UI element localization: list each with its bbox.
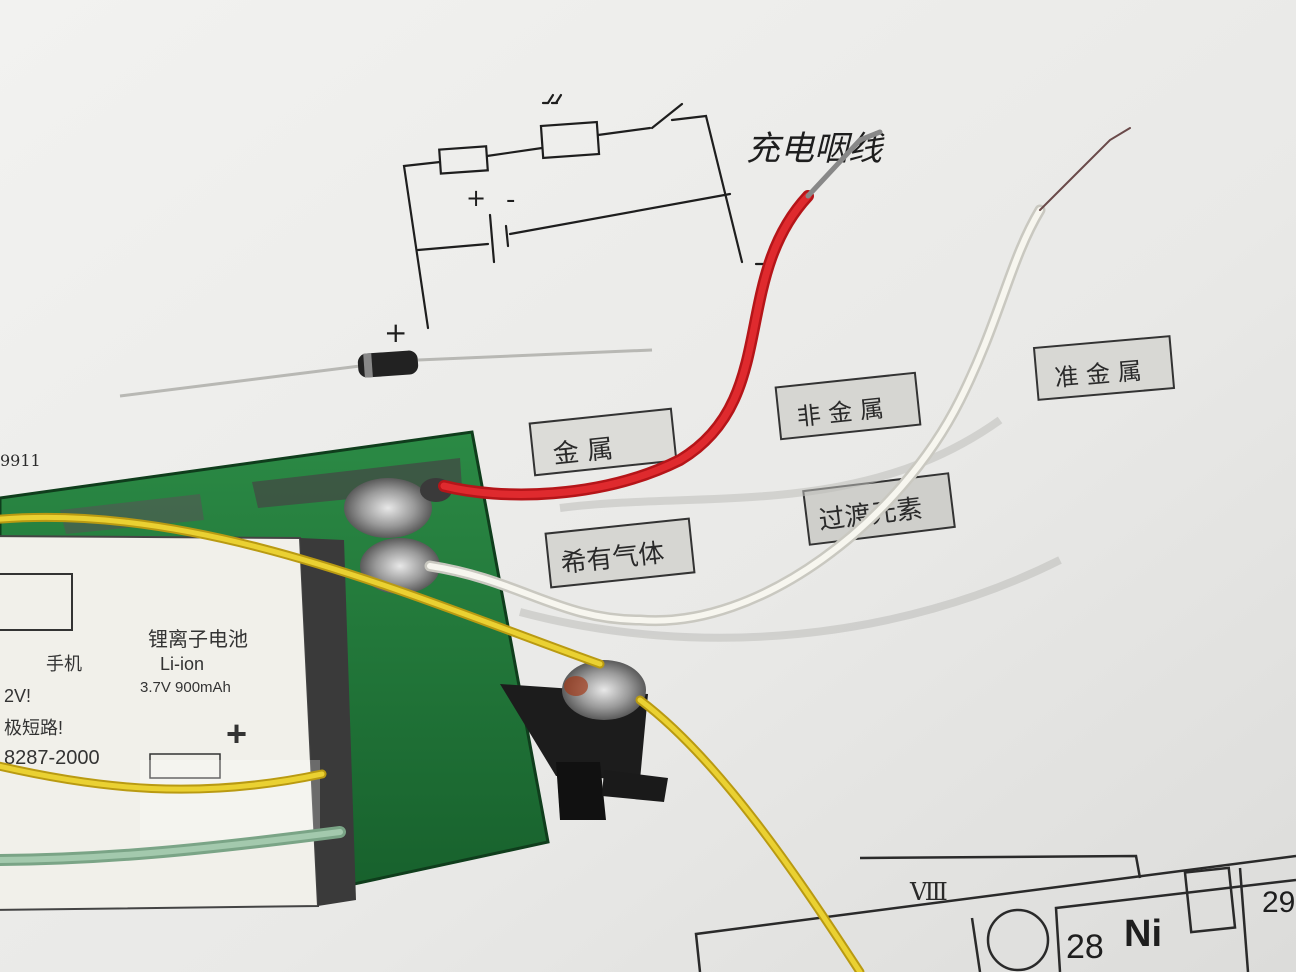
wire-shadows [518, 416, 1062, 642]
periodic-table-fragment [694, 854, 1296, 972]
svg-text:金 属: 金 属 [552, 434, 615, 470]
element-symbol: Ni [1124, 913, 1162, 955]
sketch-minus-sign: - [506, 185, 515, 215]
legend-nonmetal: 非 金 属 [774, 371, 922, 441]
battery-hotline: 8287-2000 [4, 747, 100, 769]
group-label: Ⅷ [909, 878, 948, 906]
white-wire-tip [1039, 127, 1131, 211]
circuit-sketch [402, 93, 770, 330]
battery-pack: 锂离子电池 Li-ion 3.7V 900mAh 手机 2V! 极短路! 828… [0, 535, 356, 911]
battery-plus: + [226, 713, 247, 754]
next-element-number: 29 [1262, 886, 1295, 919]
battery-warning: 极短路! [4, 718, 63, 738]
legend-metalloid: 准 金 属 [1032, 335, 1176, 401]
battery-voltage: 2V! [4, 686, 31, 706]
battery-spec: 3.7V 900mAh [140, 679, 231, 696]
sketch-title: 充电咽线 [746, 129, 885, 169]
battery-phone: 手机 [46, 654, 82, 674]
battery-label-cn: 锂离子电池 [148, 628, 248, 651]
element-number: 28 [1066, 928, 1104, 966]
diode [119, 348, 653, 398]
diode-plus-mark: + [384, 316, 407, 349]
legend-metal: 金 属 [528, 407, 678, 477]
battery-label-en: Li-ion [160, 654, 204, 674]
slide-switch [500, 660, 668, 820]
legend-noble-gas: 希有气体 [544, 517, 696, 589]
wires [0, 127, 1131, 972]
sketch-plus-sign: + [466, 184, 486, 212]
corner-text: 9911 [0, 451, 41, 470]
red-wire-tip [805, 129, 883, 199]
